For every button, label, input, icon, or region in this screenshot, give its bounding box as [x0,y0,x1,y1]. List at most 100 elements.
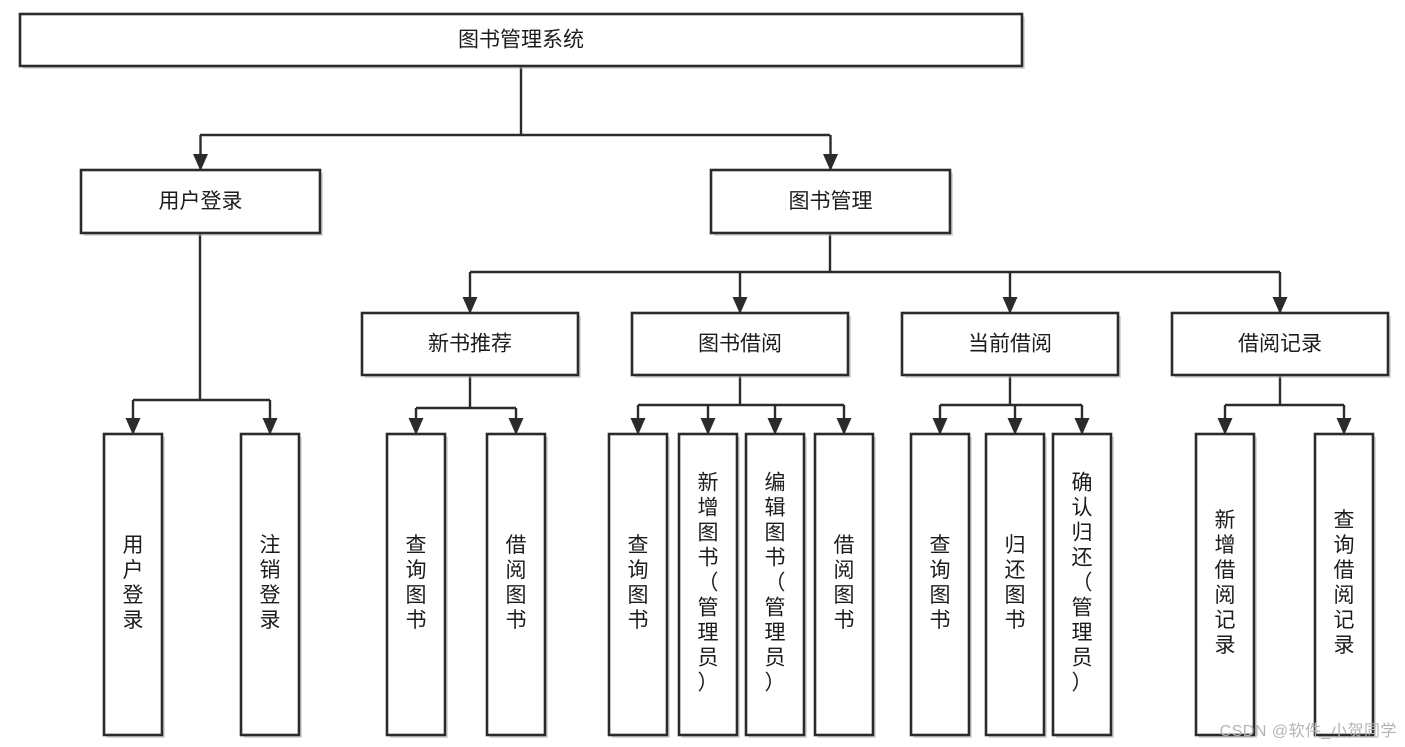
node-label: 用户登录 [159,190,243,213]
connector-new-book-rec-to-leaf-query-book-1 [408,408,424,435]
connector-borrow-record-to-leaf-query-record [1336,405,1352,435]
node-level2-user-login[interactable]: 用户登录 [79,168,323,236]
node-box[interactable] [1313,432,1375,737]
node-box[interactable] [900,311,1120,377]
node-box[interactable] [360,311,580,377]
node-level3-new-book-rec[interactable]: 新书推荐 [360,311,581,378]
node-label: 查询图书 [628,534,649,632]
node-box[interactable] [18,12,1024,68]
node-label: 图书借阅 [698,333,782,356]
node-box[interactable] [102,432,164,737]
connector-arrow-icon [508,418,524,435]
connector-book-manage-to-book-borrow [732,272,748,314]
node-label: 查询图书 [930,534,951,632]
node-leaf-leaf-logout[interactable]: 注销登录 [239,432,302,738]
connector-arrow-icon [1336,418,1352,435]
connector-book-manage-to-borrow-record [1272,272,1288,314]
node-leaf-leaf-query-record[interactable]: 查询借阅记录 [1313,432,1376,738]
connector-current-borrow-to-leaf-confirm-return [1074,405,1090,435]
node-leaf-leaf-return-book[interactable]: 归还图书 [984,432,1047,738]
connector-group-rail-new-book [416,375,516,410]
connector-arrow-icon [1002,297,1018,314]
node-box[interactable] [239,432,301,737]
node-box[interactable] [385,432,447,737]
nodes-layer: 图书管理系统用户登录图书管理新书推荐图书借阅当前借阅借阅记录用户登录注销登录查询… [18,12,1391,738]
connector-book-manage-to-new-book-rec [462,272,478,314]
node-leaf-leaf-add-record[interactable]: 新增借阅记录 [1194,432,1257,738]
connector-group-rail-root [200,66,830,137]
node-label: 归还图书 [1005,534,1026,632]
node-box[interactable] [984,432,1046,737]
node-leaf-leaf-query-book-1[interactable]: 查询图书 [385,432,448,738]
connector-group-rail-borrow-record [1225,375,1344,407]
connector-user-login-to-leaf-logout [262,400,278,435]
node-label: 借阅记录 [1238,333,1322,356]
connector-group-rail-user-login [133,233,270,402]
node-leaf-leaf-edit-book[interactable]: 编辑图书（管理员） [744,432,807,738]
connector-arrow-icon [823,154,838,171]
connectors-layer [125,66,1352,435]
connector-book-manage-to-current-borrow [1002,272,1018,314]
node-leaf-leaf-borrow-book-2[interactable]: 借阅图书 [813,432,876,738]
node-label: 新增借阅记录 [1215,509,1236,657]
node-leaf-leaf-query-book-3[interactable]: 查询图书 [909,432,972,738]
connector-arrow-icon [408,418,424,435]
connector-book-borrow-to-leaf-borrow-book-2 [836,405,852,435]
node-box[interactable] [1194,432,1256,737]
connector-borrow-record-to-leaf-add-record [1217,405,1233,435]
connector-arrow-icon [630,418,646,435]
connector-root-to-book-manage [823,135,838,171]
node-box[interactable] [485,432,547,737]
node-box[interactable] [630,311,850,377]
node-box[interactable] [1170,311,1390,377]
connector-book-borrow-to-leaf-query-book-2 [630,405,646,435]
node-level3-book-borrow[interactable]: 图书借阅 [630,311,851,378]
node-level3-borrow-record[interactable]: 借阅记录 [1170,311,1391,378]
connector-arrow-icon [836,418,852,435]
node-label: 确认归还（管理员） [1072,472,1093,695]
node-root-root[interactable]: 图书管理系统 [18,12,1025,69]
node-level3-current-borrow[interactable]: 当前借阅 [900,311,1121,378]
node-label: 新书推荐 [428,333,512,356]
connector-user-login-to-leaf-user-login [125,400,141,435]
connector-arrow-icon [700,418,716,435]
connector-group-rail-book-borrow [638,375,844,407]
connector-arrow-icon [767,418,783,435]
node-label: 编辑图书（管理员） [765,472,786,695]
connector-arrow-icon [125,418,141,435]
node-label: 用户登录 [123,534,144,632]
connector-arrow-icon [462,297,478,314]
connector-book-borrow-to-leaf-edit-book [767,405,783,435]
connector-arrow-icon [193,154,208,171]
node-leaf-leaf-confirm-return[interactable]: 确认归还（管理员） [1051,432,1114,738]
node-label: 新增图书（管理员） [698,472,719,695]
connector-arrow-icon [732,297,748,314]
node-box[interactable] [79,168,322,235]
node-label: 查询图书 [406,534,427,632]
connector-arrow-icon [1217,418,1233,435]
connector-arrow-icon [1074,418,1090,435]
connector-arrow-icon [262,418,278,435]
node-label: 借阅图书 [834,534,855,632]
connector-current-borrow-to-leaf-return-book [1007,405,1023,435]
node-label: 图书管理系统 [458,29,584,52]
node-label: 借阅图书 [506,534,527,632]
connector-group-rail-book-manage [470,233,1280,274]
node-leaf-leaf-add-book[interactable]: 新增图书（管理员） [677,432,740,738]
node-leaf-leaf-user-login[interactable]: 用户登录 [102,432,165,738]
node-label: 图书管理 [789,190,873,213]
node-box[interactable] [744,432,806,737]
node-level2-book-manage[interactable]: 图书管理 [709,168,953,236]
node-leaf-leaf-borrow-book-1[interactable]: 借阅图书 [485,432,548,738]
node-box[interactable] [1051,432,1113,737]
node-box[interactable] [677,432,739,737]
node-box[interactable] [607,432,669,737]
connector-new-book-rec-to-leaf-borrow-book-1 [508,408,524,435]
node-box[interactable] [813,432,875,737]
node-leaf-leaf-query-book-2[interactable]: 查询图书 [607,432,670,738]
node-box[interactable] [909,432,971,737]
connector-current-borrow-to-leaf-query-book-3 [932,405,948,435]
node-box[interactable] [709,168,952,235]
